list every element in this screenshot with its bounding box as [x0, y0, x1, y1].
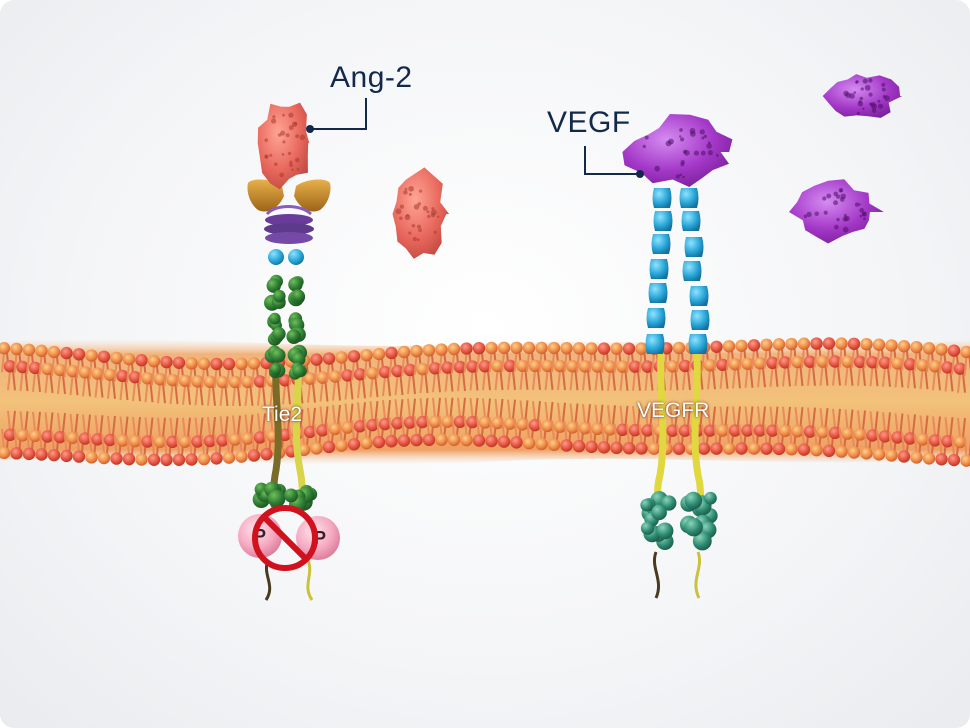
tie2-tail-right — [308, 560, 312, 600]
cell-membrane — [0, 337, 970, 467]
vegfr-kinase-domain — [640, 491, 717, 550]
ang2-bound — [258, 103, 310, 190]
tie2-fibronectin-domains — [264, 207, 314, 245]
vegfr-ig-domains — [646, 188, 710, 354]
ang2-callout-line — [306, 98, 366, 133]
vegfr-label: VEGFR — [637, 399, 709, 423]
tie2-blue-domain-right — [288, 249, 304, 265]
vegf-free-upper — [823, 74, 903, 118]
vegfr-tail-right — [696, 552, 700, 598]
ang2-free — [393, 167, 450, 259]
tie2-blue-domain-left — [268, 249, 284, 265]
ang2-label: Ang-2 — [330, 61, 413, 95]
vegf-free-lower — [789, 179, 884, 243]
vegf-label: VEGF — [547, 106, 631, 140]
vegfr-tail-left — [654, 552, 658, 598]
tie2-label: Tie2 — [262, 403, 302, 427]
